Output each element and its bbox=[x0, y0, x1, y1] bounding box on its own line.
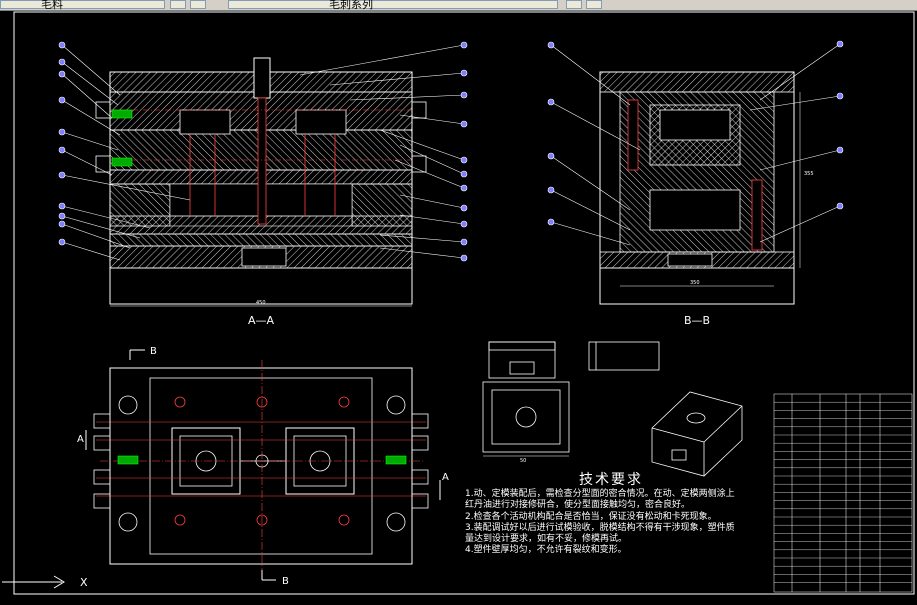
part-side-view bbox=[588, 341, 660, 371]
layer-tool-button[interactable] bbox=[170, 0, 186, 9]
marker-a-right: A bbox=[442, 472, 449, 483]
tech-line-1: 1.动、定模装配后，需检查分型面的密合情况。在动、定模两侧涂上 bbox=[465, 489, 735, 499]
marker-b-top: B bbox=[150, 346, 157, 357]
layer-dropdown-text: 毛料 bbox=[41, 0, 63, 11]
toolbar-icon-button[interactable] bbox=[566, 0, 582, 9]
parts-list-table bbox=[773, 393, 913, 593]
part-width-dim: 50 bbox=[520, 458, 526, 464]
tech-line-4: 3.装配调试好以后进行试模验收，脱模结构不得有干涉现象，塑件质 bbox=[465, 523, 735, 533]
tech-line-3: 2.检查各个活动机构配合是否恰当，保证没有松动和卡死现象。 bbox=[465, 512, 717, 522]
plan-view bbox=[85, 349, 441, 581]
marker-a-left: A bbox=[77, 434, 84, 445]
layer-name-text: 毛刺系列 bbox=[329, 0, 373, 11]
marker-b-bottom: B bbox=[282, 576, 289, 587]
parts-list-rows bbox=[774, 402, 912, 583]
layer-dropdown[interactable]: 毛料 bbox=[0, 0, 165, 11]
part-front-view bbox=[488, 341, 556, 379]
tech-line-5: 量达到设计要求，如有不妥，修模再试。 bbox=[465, 534, 628, 544]
tech-line-2: 红丹油进行对接修研合，使分型面接触均匀，密合良好。 bbox=[465, 500, 691, 510]
cad-toolbar: 毛料 毛刺系列 bbox=[0, 0, 917, 11]
bb-height-dim: 355 bbox=[804, 171, 814, 177]
aa-balloons bbox=[58, 41, 468, 262]
tech-line-6: 4.塑件壁厚均匀，不允许有裂纹和变形。 bbox=[465, 545, 627, 555]
section-bb-label: B—B bbox=[684, 314, 710, 327]
section-aa-label: A—A bbox=[248, 314, 275, 327]
ucs-x-label: X bbox=[80, 576, 88, 589]
toolbar-icon-button-2[interactable] bbox=[586, 0, 602, 9]
part-isometric-view bbox=[651, 391, 743, 477]
tech-requirements-title: 技术要求 bbox=[579, 472, 643, 488]
bb-width-dim: 350 bbox=[690, 280, 700, 286]
drawing-canvas[interactable]: 450 A—A bbox=[0, 10, 917, 595]
aa-width-dim: 450 bbox=[256, 300, 266, 306]
bb-balloons bbox=[547, 40, 844, 246]
layer-state-dropdown[interactable]: 毛刺系列 bbox=[228, 0, 558, 11]
section-bb-view: 350 355 bbox=[599, 71, 814, 305]
section-aa-view: 450 bbox=[95, 57, 427, 307]
ucs-icon bbox=[2, 575, 65, 589]
part-top-view bbox=[482, 381, 570, 457]
command-bar[interactable] bbox=[0, 595, 917, 605]
layer-tool-button-2[interactable] bbox=[190, 0, 206, 9]
drawing-frame bbox=[13, 11, 915, 595]
